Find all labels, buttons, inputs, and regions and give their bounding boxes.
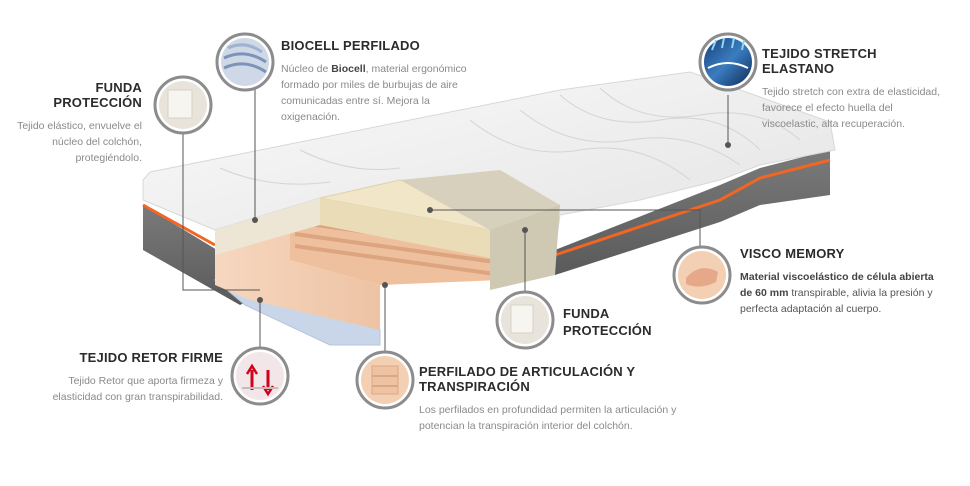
orange-seam-right <box>554 158 831 257</box>
callout-biocell-title: BIOCELL PERFILADO <box>281 38 420 53</box>
callout-perfilado: PERFILADO DE ARTICULACIÓN Y TRANSPIRACIÓ… <box>419 364 729 434</box>
biocell-texture-icon <box>215 32 275 92</box>
callout-funda-mid-title-1: FUNDA <box>563 306 610 321</box>
biocell-desc-post: , material ergonómico formado por miles … <box>281 63 467 123</box>
biocell-desc-pre: Núcleo de <box>281 63 332 75</box>
funda-mid-icon <box>495 290 555 350</box>
callout-biocell-desc: Núcleo de Biocell, material ergonómico f… <box>281 61 481 125</box>
perfilado-foam-icon <box>355 350 415 410</box>
callout-visco-title: VISCO MEMORY <box>740 246 845 261</box>
retor-fabric-icon <box>230 346 290 406</box>
callout-retor-desc: Tejido Retor que aporta firmeza y elasti… <box>52 375 223 403</box>
connector-lines <box>182 85 729 355</box>
callout-funda-top-desc: Tejido elástico, envuelve el núcleo del … <box>17 120 142 164</box>
callout-visco-desc: Material viscoelástico de célula abierta… <box>740 269 945 317</box>
foam-core-front <box>215 215 380 330</box>
visco-layer-front <box>320 198 490 258</box>
visco-hand-icon <box>672 245 732 305</box>
callout-stretch-title: TEJIDO STRETCH ELASTANO <box>762 46 877 76</box>
connector-dots <box>252 142 731 303</box>
callout-biocell: BIOCELL PERFILADO Núcleo de Biocell, mat… <box>281 38 481 125</box>
callout-funda-mid: FUNDA PROTECCIÓN <box>563 306 683 338</box>
visco-desc-bold: Material viscoelástico de célula abierta… <box>740 271 934 299</box>
callout-stretch-desc: Tejido stretch con extra de elasticidad,… <box>762 86 941 130</box>
stretch-fabric-icon <box>698 32 758 92</box>
orange-seam-left <box>142 203 216 247</box>
callout-visco: VISCO MEMORY Material viscoelástico de c… <box>740 246 945 317</box>
callout-retor-title: TEJIDO RETOR FIRME <box>79 350 223 365</box>
callout-perfilado-desc: Los perfilados en profundidad permiten l… <box>419 404 677 432</box>
funda-layer-left <box>215 198 320 255</box>
biocell-desc-bold: Biocell <box>331 63 366 75</box>
callout-funda-top: FUNDA PROTECCIÓN Tejido elástico, envuel… <box>10 80 142 166</box>
visco-desc-post: transpirable, alivia la presión y perfec… <box>740 287 933 315</box>
mattress-side-right <box>555 150 830 275</box>
quilt-pattern <box>219 87 801 185</box>
callout-perfilado-title: PERFILADO DE ARTICULACIÓN Y TRANSPIRACIÓ… <box>419 364 636 394</box>
callout-stretch: TEJIDO STRETCH ELASTANO Tejido stretch c… <box>762 46 952 132</box>
callout-funda-top-title: FUNDA PROTECCIÓN <box>53 80 142 110</box>
callout-retor: TEJIDO RETOR FIRME Tejido Retor que apor… <box>18 350 223 405</box>
protection-block <box>400 170 560 230</box>
callout-funda-mid-title-2: PROTECCIÓN <box>563 323 652 338</box>
funda-top-icon <box>153 75 213 135</box>
